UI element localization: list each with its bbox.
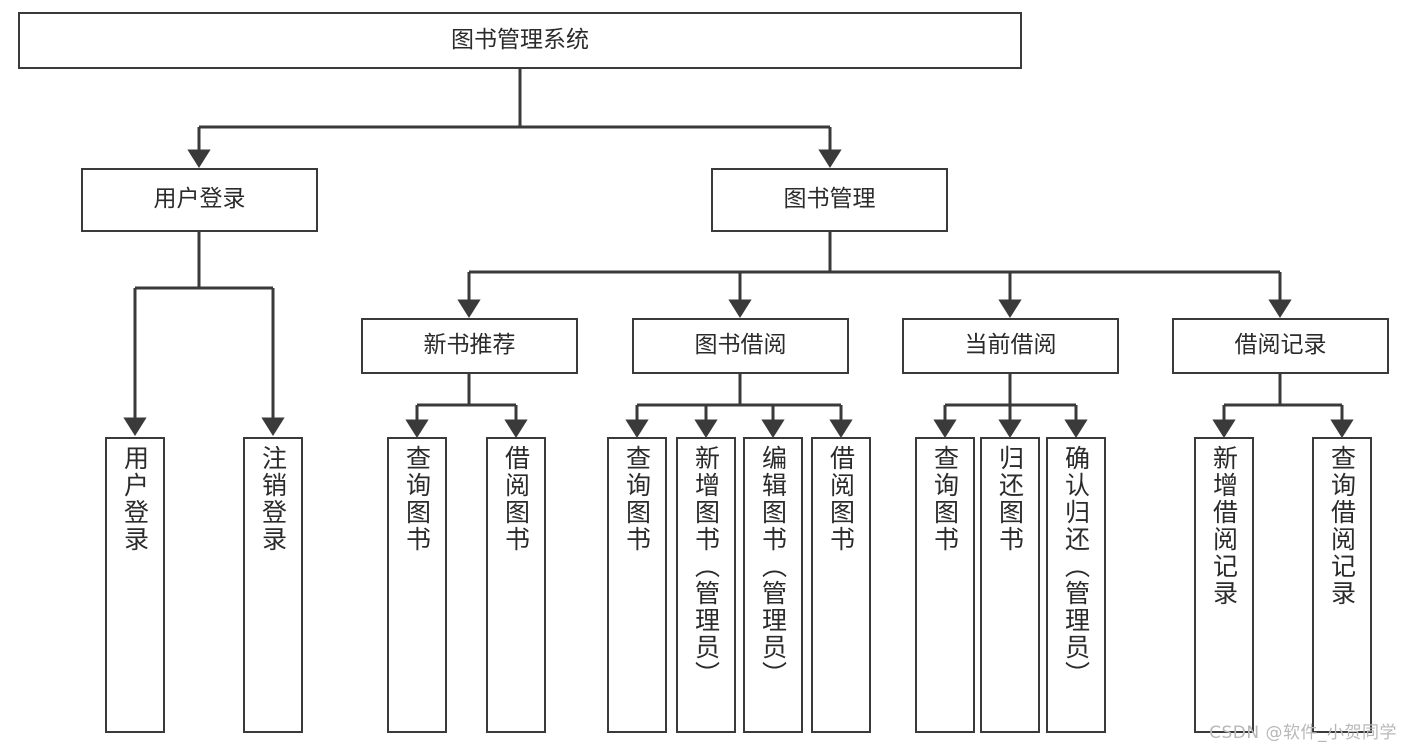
node-borrow-record[interactable]: 借阅记录 xyxy=(1172,318,1389,374)
node-leaf-logout[interactable]: 注销登录 xyxy=(243,437,303,733)
node-borrow-record-label: 借阅记录 xyxy=(1234,332,1327,359)
node-leaf-return-book-label: 归还图书 xyxy=(995,445,1025,553)
node-leaf-return-book[interactable]: 归还图书 xyxy=(980,437,1040,733)
node-book-manage[interactable]: 图书管理 xyxy=(711,168,948,232)
node-book-borrow-label: 图书借阅 xyxy=(694,332,787,359)
node-leaf-borrow-book-rec[interactable]: 借阅图书 xyxy=(486,437,546,733)
node-leaf-query-book-current-label: 查询图书 xyxy=(930,445,960,553)
node-leaf-query-book-current[interactable]: 查询图书 xyxy=(915,437,975,733)
node-leaf-user-login-label: 用户登录 xyxy=(120,445,150,553)
node-leaf-borrow-book-label: 借阅图书 xyxy=(826,445,856,553)
node-leaf-query-book-rec-label: 查询图书 xyxy=(402,445,432,553)
node-current-borrow[interactable]: 当前借阅 xyxy=(902,318,1119,374)
node-leaf-query-book-borrow-label: 查询图书 xyxy=(622,445,652,553)
node-book-manage-label: 图书管理 xyxy=(783,186,876,213)
node-leaf-edit-book-label: 编辑图书（管理员） xyxy=(758,445,788,688)
node-leaf-add-book-label: 新增图书（管理员） xyxy=(691,445,721,688)
watermark: CSDN @软件_小贺同学 xyxy=(1209,723,1397,743)
node-leaf-user-login[interactable]: 用户登录 xyxy=(105,437,165,733)
node-leaf-edit-book[interactable]: 编辑图书（管理员） xyxy=(743,437,803,733)
node-user-login-label: 用户登录 xyxy=(153,186,246,213)
node-leaf-confirm-return-label: 确认归还（管理员） xyxy=(1061,445,1091,688)
node-leaf-add-record[interactable]: 新增借阅记录 xyxy=(1194,437,1254,733)
node-leaf-query-book-rec[interactable]: 查询图书 xyxy=(387,437,447,733)
node-leaf-logout-label: 注销登录 xyxy=(258,445,288,553)
node-root-label: 图书管理系统 xyxy=(451,26,589,53)
node-new-book-rec[interactable]: 新书推荐 xyxy=(361,318,578,374)
node-user-login[interactable]: 用户登录 xyxy=(81,168,318,232)
node-current-borrow-label: 当前借阅 xyxy=(964,332,1057,359)
node-leaf-add-record-label: 新增借阅记录 xyxy=(1209,445,1239,607)
node-leaf-query-record[interactable]: 查询借阅记录 xyxy=(1312,437,1372,733)
node-leaf-borrow-book[interactable]: 借阅图书 xyxy=(811,437,871,733)
node-leaf-confirm-return[interactable]: 确认归还（管理员） xyxy=(1046,437,1106,733)
node-root[interactable]: 图书管理系统 xyxy=(18,12,1022,69)
node-new-book-rec-label: 新书推荐 xyxy=(423,332,516,359)
node-book-borrow[interactable]: 图书借阅 xyxy=(632,318,849,374)
node-leaf-query-record-label: 查询借阅记录 xyxy=(1327,445,1357,607)
node-leaf-add-book[interactable]: 新增图书（管理员） xyxy=(676,437,736,733)
node-leaf-borrow-book-rec-label: 借阅图书 xyxy=(501,445,531,553)
node-leaf-query-book-borrow[interactable]: 查询图书 xyxy=(607,437,667,733)
